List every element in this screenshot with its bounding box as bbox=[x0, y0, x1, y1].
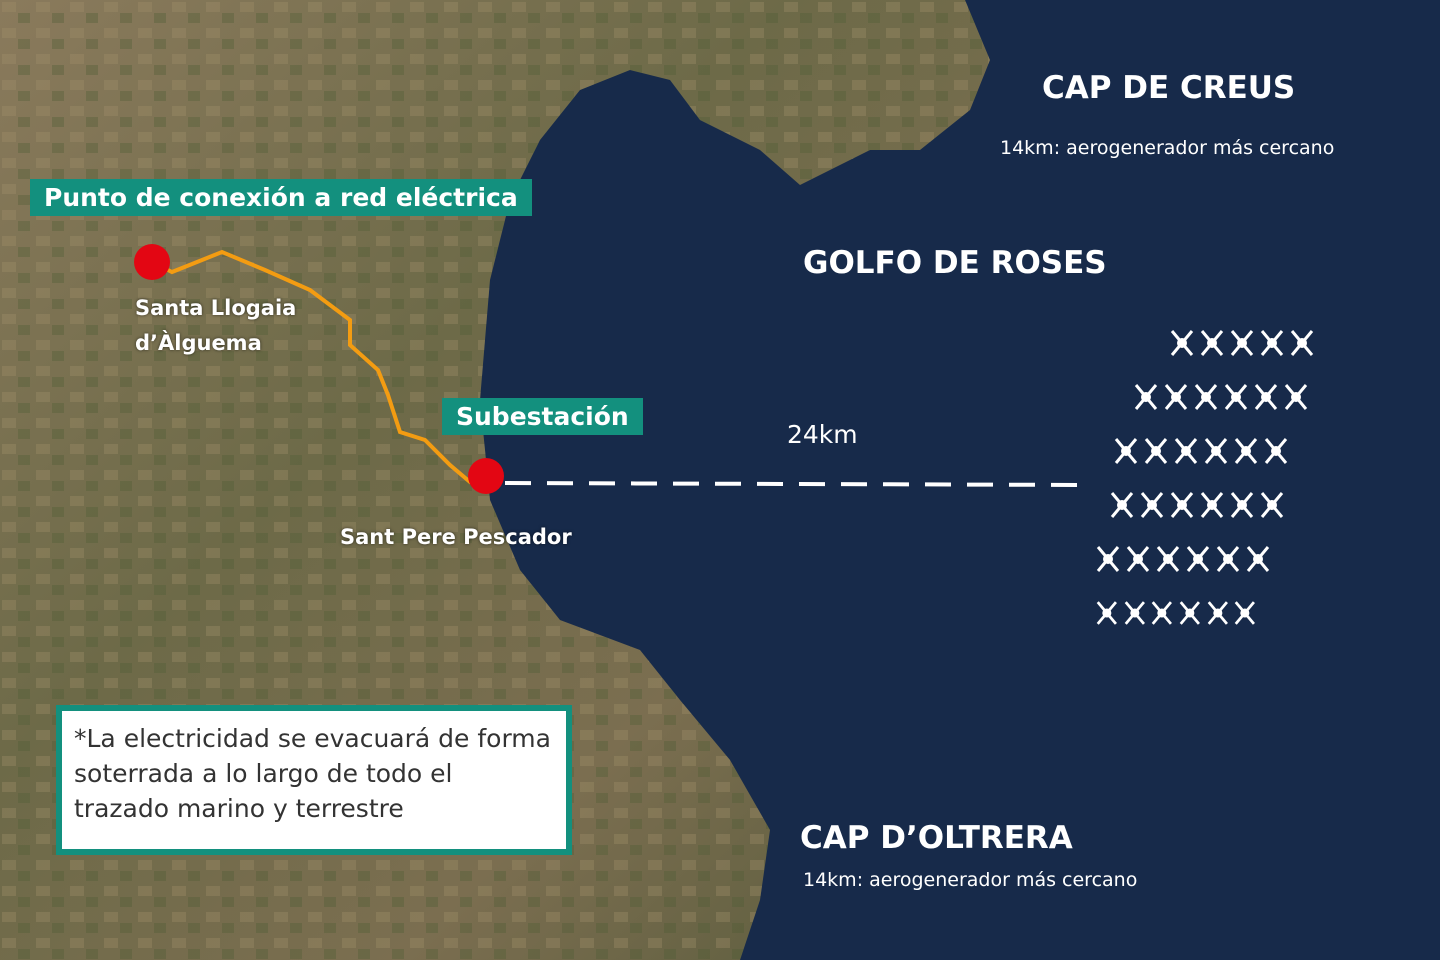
cap-de-creus-note: 14km: aerogenerador más cercano bbox=[1000, 137, 1335, 159]
turbine-row bbox=[1095, 328, 1315, 360]
wind-turbine-icon bbox=[1164, 384, 1188, 410]
wind-turbine-icon bbox=[1096, 601, 1117, 625]
wind-turbine-icon bbox=[1230, 492, 1254, 518]
turbine-row bbox=[1095, 598, 1257, 630]
wind-turbine-icon bbox=[1124, 601, 1145, 625]
wind-turbine-icon bbox=[1126, 546, 1150, 572]
wind-turbine-icon bbox=[1290, 330, 1314, 356]
wind-turbine-icon bbox=[1140, 492, 1164, 518]
substation-badge: Subestación bbox=[442, 398, 643, 435]
turbine-row bbox=[1095, 436, 1289, 468]
sea-cable-dashed bbox=[504, 481, 1093, 487]
distance-label: 24km bbox=[787, 420, 858, 449]
wind-turbine-icon bbox=[1207, 601, 1228, 625]
wind-turbine-icon bbox=[1114, 438, 1138, 464]
turbine-row bbox=[1095, 382, 1309, 414]
wind-turbine-icon bbox=[1156, 546, 1180, 572]
wind-turbine-icon bbox=[1170, 492, 1194, 518]
wind-turbine-icon bbox=[1254, 384, 1278, 410]
cap-de-creus-label: CAP DE CREUS bbox=[1042, 70, 1296, 106]
wind-turbine-icon bbox=[1194, 384, 1218, 410]
santa-llogaia-label-1: Santa Llogaia bbox=[135, 296, 297, 320]
wind-turbine-icon bbox=[1234, 438, 1258, 464]
marker-substation bbox=[468, 458, 504, 494]
wind-turbine-icon bbox=[1230, 330, 1254, 356]
wind-turbine-icon bbox=[1179, 601, 1200, 625]
wind-turbine-icon bbox=[1144, 438, 1168, 464]
wind-turbine-icon bbox=[1260, 330, 1284, 356]
cap-oltrera-label: CAP D’OLTRERA bbox=[800, 820, 1073, 856]
wind-turbine-icon bbox=[1204, 438, 1228, 464]
wind-turbine-icon bbox=[1151, 601, 1173, 625]
turbine-row bbox=[1095, 544, 1271, 576]
wind-turbine-icon bbox=[1260, 492, 1284, 518]
wind-turbine-icon bbox=[1235, 601, 1256, 625]
marker-santa-llogaia bbox=[134, 244, 170, 280]
golfo-label: GOLFO DE ROSES bbox=[803, 245, 1107, 281]
cable-route bbox=[151, 249, 488, 485]
santa-llogaia-label-2: d’Àlguema bbox=[135, 331, 262, 355]
wind-turbine-icon bbox=[1186, 546, 1210, 572]
wind-turbine-icon bbox=[1170, 330, 1194, 356]
wind-farm bbox=[1095, 328, 1325, 652]
wind-turbine-icon bbox=[1134, 384, 1158, 410]
wind-turbine-icon bbox=[1216, 546, 1240, 572]
footnote-box: *La electricidad se evacuará de forma so… bbox=[56, 705, 572, 855]
wind-turbine-icon bbox=[1246, 546, 1270, 572]
wind-turbine-icon bbox=[1200, 330, 1224, 356]
turbine-row bbox=[1095, 490, 1285, 522]
cap-oltrera-note: 14km: aerogenerador más cercano bbox=[803, 869, 1138, 891]
wind-turbine-icon bbox=[1200, 492, 1224, 518]
wind-turbine-icon bbox=[1096, 546, 1120, 572]
connection-point-badge: Punto de conexión a red eléctrica bbox=[30, 179, 532, 216]
sant-pere-label: Sant Pere Pescador bbox=[340, 525, 572, 549]
wind-turbine-icon bbox=[1284, 384, 1308, 410]
wind-turbine-icon bbox=[1174, 438, 1198, 464]
wind-turbine-icon bbox=[1224, 384, 1248, 410]
wind-turbine-icon bbox=[1110, 492, 1134, 518]
wind-turbine-icon bbox=[1264, 438, 1288, 464]
